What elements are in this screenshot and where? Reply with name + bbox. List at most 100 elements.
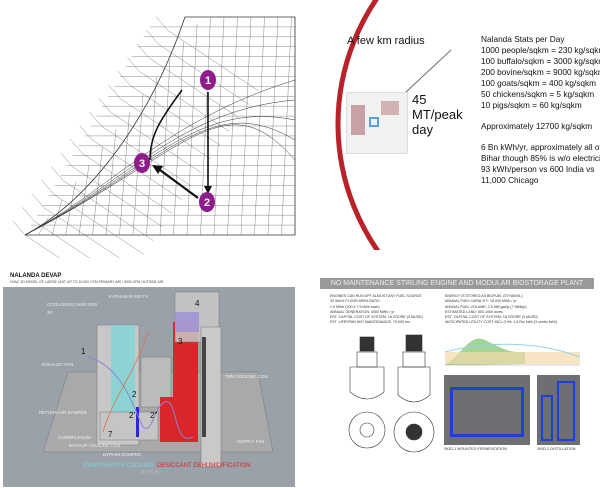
label-exhaust-fan: EXHAUST FAN <box>42 362 74 367</box>
enthalpy-tick <box>136 43 150 58</box>
peak-day-label: 45 MT/peak day <box>412 92 463 137</box>
energy-line: 11,000 Chicago <box>481 175 539 185</box>
stat-line: 1000 people/sqkm = 230 kg/sqkm <box>481 45 600 55</box>
desiccant-base <box>160 397 180 442</box>
state-point-label: 2 <box>204 197 210 209</box>
point-2-double-prime: 2" <box>150 411 158 420</box>
rh-curve <box>24 116 296 236</box>
spec-line: ESTIMATED LAND: 500-1000 acres <box>445 309 503 314</box>
state-point-2 <box>199 192 215 212</box>
legend-evaporative-cooling: EVAPORATIVE COOLING <box>83 463 154 469</box>
wet-bulb-line <box>167 30 259 91</box>
production-curve <box>444 343 581 358</box>
label-coolerado: COOLERADO HMX ERV <box>47 302 98 307</box>
stat-line: 100 buffalo/sqkm = 3000 kg/sqkm <box>481 56 600 66</box>
exhaust-path <box>102 331 149 433</box>
map-building <box>381 101 399 115</box>
point-7: 7 <box>108 430 113 439</box>
legend-desiccant-dehumidification: DESICCANT DEHUMIDIFICATION <box>157 463 251 469</box>
rh-curve <box>24 124 296 236</box>
spec-line: EST. LIFESPAN W/O MAINTENANCE: 70,000 hr… <box>330 320 411 325</box>
dry-bulb-line <box>92 147 103 236</box>
point-1: 1 <box>81 347 86 356</box>
arrowhead <box>152 165 163 174</box>
dimension-label: 4375.80 <box>141 470 161 476</box>
point-3: 3 <box>178 337 183 346</box>
site-marker <box>369 117 379 127</box>
state-point-1 <box>200 70 216 90</box>
tower-shadow <box>202 337 206 437</box>
regenerator <box>175 312 199 332</box>
enthalpy-tick <box>155 16 169 31</box>
enthalpy-tick <box>31 193 45 208</box>
label-bypass-damper: BYPASS DAMPER <box>103 452 142 457</box>
spec-line: EST. CAPITAL COST OF SYSTEM: 18 CRORE (3… <box>330 315 423 320</box>
wet-bulb-line <box>24 234 60 258</box>
spec-line: EST. CAPITAL COST OF SYSTEM: 18 CRORE (3… <box>445 315 538 320</box>
spec-line: ANNUAL GENERATION: 4000 MWh / yr <box>330 309 395 314</box>
enthalpy-tick <box>22 207 35 222</box>
point-2: 2 <box>132 390 137 399</box>
label-backup-coil: BACKUP COOLING COIL <box>69 443 122 448</box>
engine-drawing-side <box>393 334 435 453</box>
wet-bulb-line <box>82 153 173 214</box>
enthalpy-tick <box>146 30 159 45</box>
cooling-coil <box>136 407 139 437</box>
wet-bulb-line <box>43 207 120 258</box>
point-4: 4 <box>195 299 200 308</box>
rh-curve <box>24 99 296 236</box>
spec-line: ANNUAL FUEL CAPACITY: 15,000 MWh / yr <box>445 299 517 304</box>
dry-bulb-line <box>146 77 157 236</box>
dry-bulb-line <box>105 129 117 236</box>
wet-bulb-line <box>148 57 240 119</box>
spec-line: ENGINES CAN RUN OFF ALMOST ANY FUEL SOUR… <box>330 294 422 298</box>
wet-bulb-line <box>63 180 154 241</box>
devap-slide: NALANDA DEVAP HVAC 3D MODEL OF LARGE UNI… <box>0 262 305 488</box>
spec-line: 1.5 MWe (200 # 7.5 kWe each) <box>330 304 380 309</box>
enthalpy-tick <box>108 84 121 99</box>
label-supply-fan: SUPPLY FAN <box>237 439 265 444</box>
airflow-path <box>87 356 194 439</box>
dry-bulb-line <box>173 41 184 236</box>
psychrometric-chart: 123 <box>12 16 296 258</box>
hvac-geometry <box>42 291 274 468</box>
wet-bulb-line <box>72 166 163 228</box>
site-map-thumbnail <box>346 92 408 154</box>
stat-line: 10 pigs/sqkm = 60 kg/sqkm <box>481 100 582 110</box>
evaporative-section <box>111 325 135 425</box>
wet-bulb-line <box>120 98 211 159</box>
engine-drawing-front <box>348 336 386 449</box>
arrowhead <box>204 186 212 194</box>
fermentation-skid-photo <box>444 375 530 445</box>
nalanda-stats-slide: A few km radius 45 MT/peak day Nalanda S… <box>330 0 600 250</box>
radius-circle-arc <box>335 0 381 250</box>
blue-frame <box>557 381 575 441</box>
label-tbm-coil: TBM COOLING COIL <box>225 374 269 379</box>
blue-frame <box>450 387 524 437</box>
process-arrow-curve <box>149 89 183 161</box>
wet-bulb-line <box>34 221 90 258</box>
storage-area <box>445 352 580 364</box>
radius-label: A few km radius <box>347 35 425 47</box>
label-coolerado-qty: 3X <box>47 310 53 315</box>
biofuel-specs: ENERGY IS STORED AS BIOFUEL (ETHANOL) AN… <box>445 294 557 326</box>
enthalpy-tick <box>60 152 73 167</box>
caption-skid-1: SKID-1 MOUNTED FERMENTATION <box>444 447 507 451</box>
enthalpy-tick <box>79 125 92 140</box>
engine-specs: ENGINES CAN RUN OFF ALMOST ANY FUEL SOUR… <box>330 294 423 326</box>
slide-subtitle: HVAC 3D MODEL OF LARGE UNIT UP TO 10,000… <box>10 280 164 284</box>
enthalpy-tick <box>98 98 111 113</box>
stirling-drawings <box>348 334 581 453</box>
dry-bulb-line <box>159 59 171 236</box>
process-arrow-2-3 <box>159 169 199 199</box>
enthalpy-tick <box>51 166 64 181</box>
state-point-label: 1 <box>205 75 211 87</box>
enthalpy-tick <box>12 220 26 236</box>
stats-block: Nalanda Stats per Day 1000 people/sqkm =… <box>481 34 600 186</box>
enthalpy-tick <box>41 180 54 195</box>
spec-line: 30 W/m2 FLOOR AREA RATIO <box>330 299 380 304</box>
map-building <box>351 105 365 135</box>
label-return-damper: RETURN AIR DAMPER <box>39 410 87 415</box>
stat-line: 200 bovine/sqkm = 9000 kg/sqkm <box>481 67 600 77</box>
